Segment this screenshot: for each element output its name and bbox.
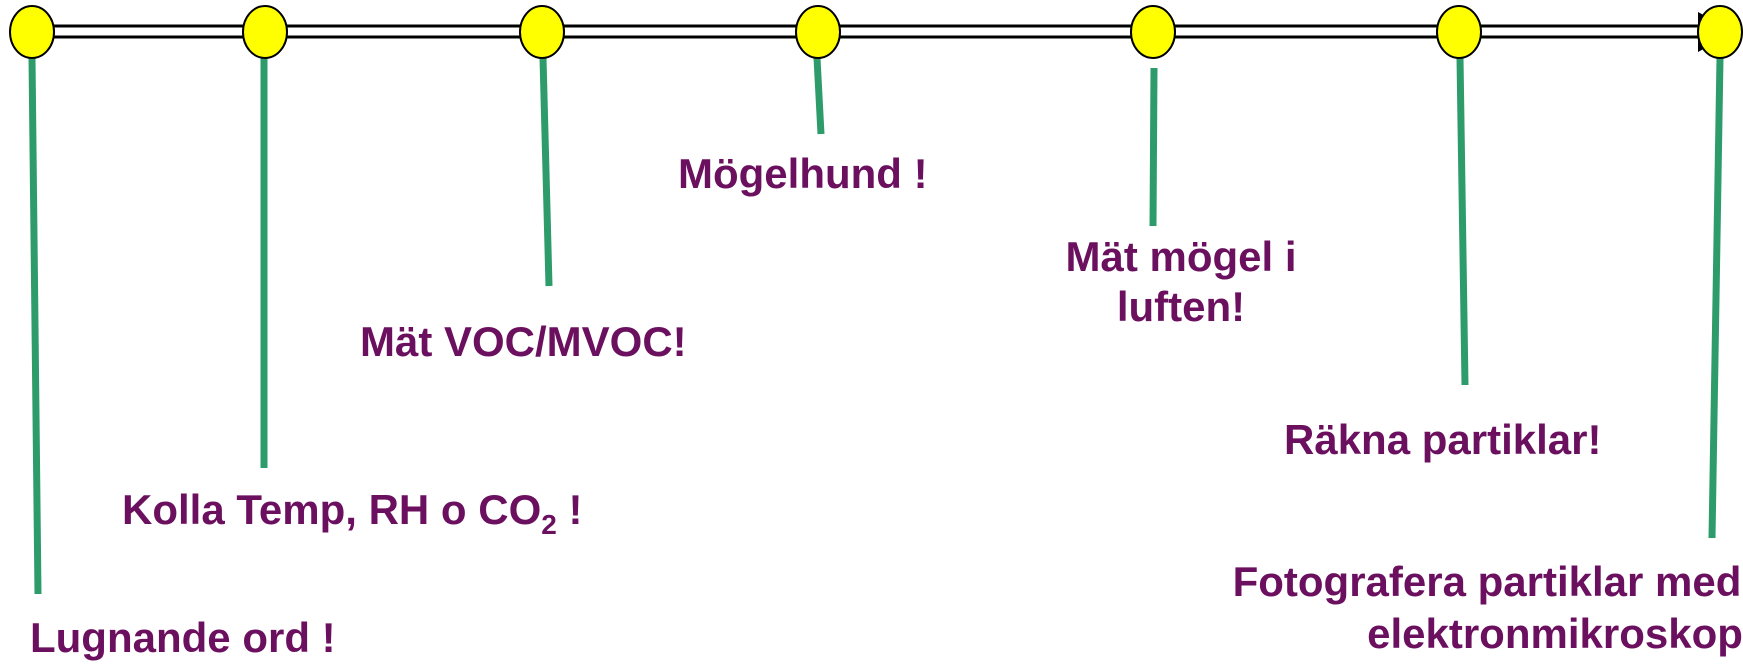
step-label-kolla-subscript: 2 xyxy=(541,509,557,540)
timeline-node-lugnande xyxy=(9,5,55,59)
timeline-node-hund xyxy=(795,5,841,59)
step-label-mogel: Mät mögel i luften! xyxy=(1065,232,1296,332)
timeline-node-partiklar xyxy=(1436,5,1482,59)
connector-lugnande xyxy=(28,57,42,595)
step-label-kolla: Kolla Temp, RH o CO2 ! xyxy=(122,484,583,539)
step-label-mogel-line2: luften! xyxy=(1116,283,1246,330)
connectors xyxy=(28,57,1724,595)
timeline-node-voc xyxy=(519,5,565,59)
timeline-node-foto xyxy=(1697,5,1743,59)
step-label-hund: Mögelhund ! xyxy=(678,150,928,197)
connector-hund xyxy=(813,57,825,135)
connector-foto xyxy=(1708,57,1724,539)
step-label-voc: Mät VOC/MVOC! xyxy=(360,318,687,365)
timeline-node-kolla xyxy=(242,5,288,59)
step-label-foto-line2: elektronmikroskop! xyxy=(1367,610,1743,657)
connector-partiklar xyxy=(1456,57,1469,386)
step-label-lugnande: Lugnande ord ! xyxy=(30,614,336,661)
step-label-foto: Fotografera partiklar med elektronmikros… xyxy=(1217,556,1743,660)
step-label-kolla-suffix: ! xyxy=(556,486,583,533)
step-label-foto-line1: Fotografera partiklar med xyxy=(1232,558,1742,605)
connector-voc xyxy=(539,57,553,287)
timeline-nodes xyxy=(9,5,1743,59)
step-label-partiklar: Räkna partiklar! xyxy=(1284,416,1602,463)
step-label-kolla-text: Kolla Temp, RH o CO xyxy=(122,486,542,533)
timeline-node-mogel xyxy=(1130,5,1176,59)
step-label-mogel-line1: Mät mögel i xyxy=(1065,233,1297,280)
connector-mogel xyxy=(1149,67,1158,227)
